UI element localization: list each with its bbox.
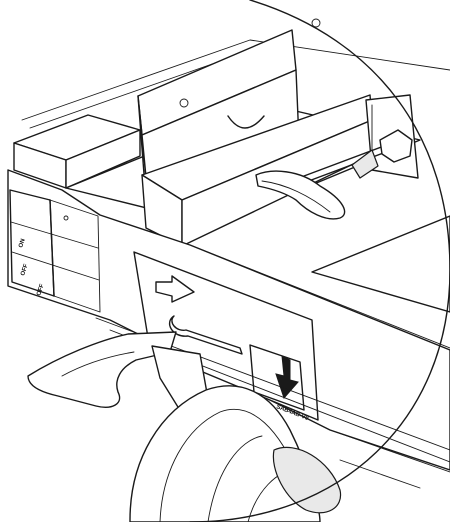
side-mark-on: ON (18, 238, 26, 248)
wheel-spoke (207, 435, 263, 522)
wing-knob-edge (261, 180, 331, 213)
base-edge (329, 429, 450, 473)
hex-nut (379, 129, 413, 163)
foot-lever[interactable] (27, 331, 177, 408)
key-icon (169, 315, 243, 355)
rod-collar (351, 149, 379, 179)
top-surface-edge (21, 39, 450, 121)
switch-panel (9, 189, 55, 297)
fence-notch (227, 115, 265, 129)
direction-arrow-icon (155, 275, 195, 303)
left-block-side (65, 129, 141, 189)
side-panel-grid (49, 199, 101, 313)
side-mark-off: OFF (20, 263, 30, 277)
base-edge-2 (339, 459, 421, 489)
table-surface (311, 215, 450, 313)
foot-lever-edge (61, 351, 135, 377)
wheel-hub (272, 446, 342, 514)
fence-screw-hole (179, 98, 189, 108)
wing-knob[interactable] (255, 170, 346, 220)
side-mark-off-2: OFF (36, 283, 46, 297)
panel-divider (49, 199, 55, 297)
panel-screw (63, 215, 69, 221)
fence-screw-hole (311, 18, 321, 28)
side-panel-row (11, 251, 100, 281)
wheel-rim (159, 408, 301, 522)
side-panel-row (10, 221, 99, 249)
